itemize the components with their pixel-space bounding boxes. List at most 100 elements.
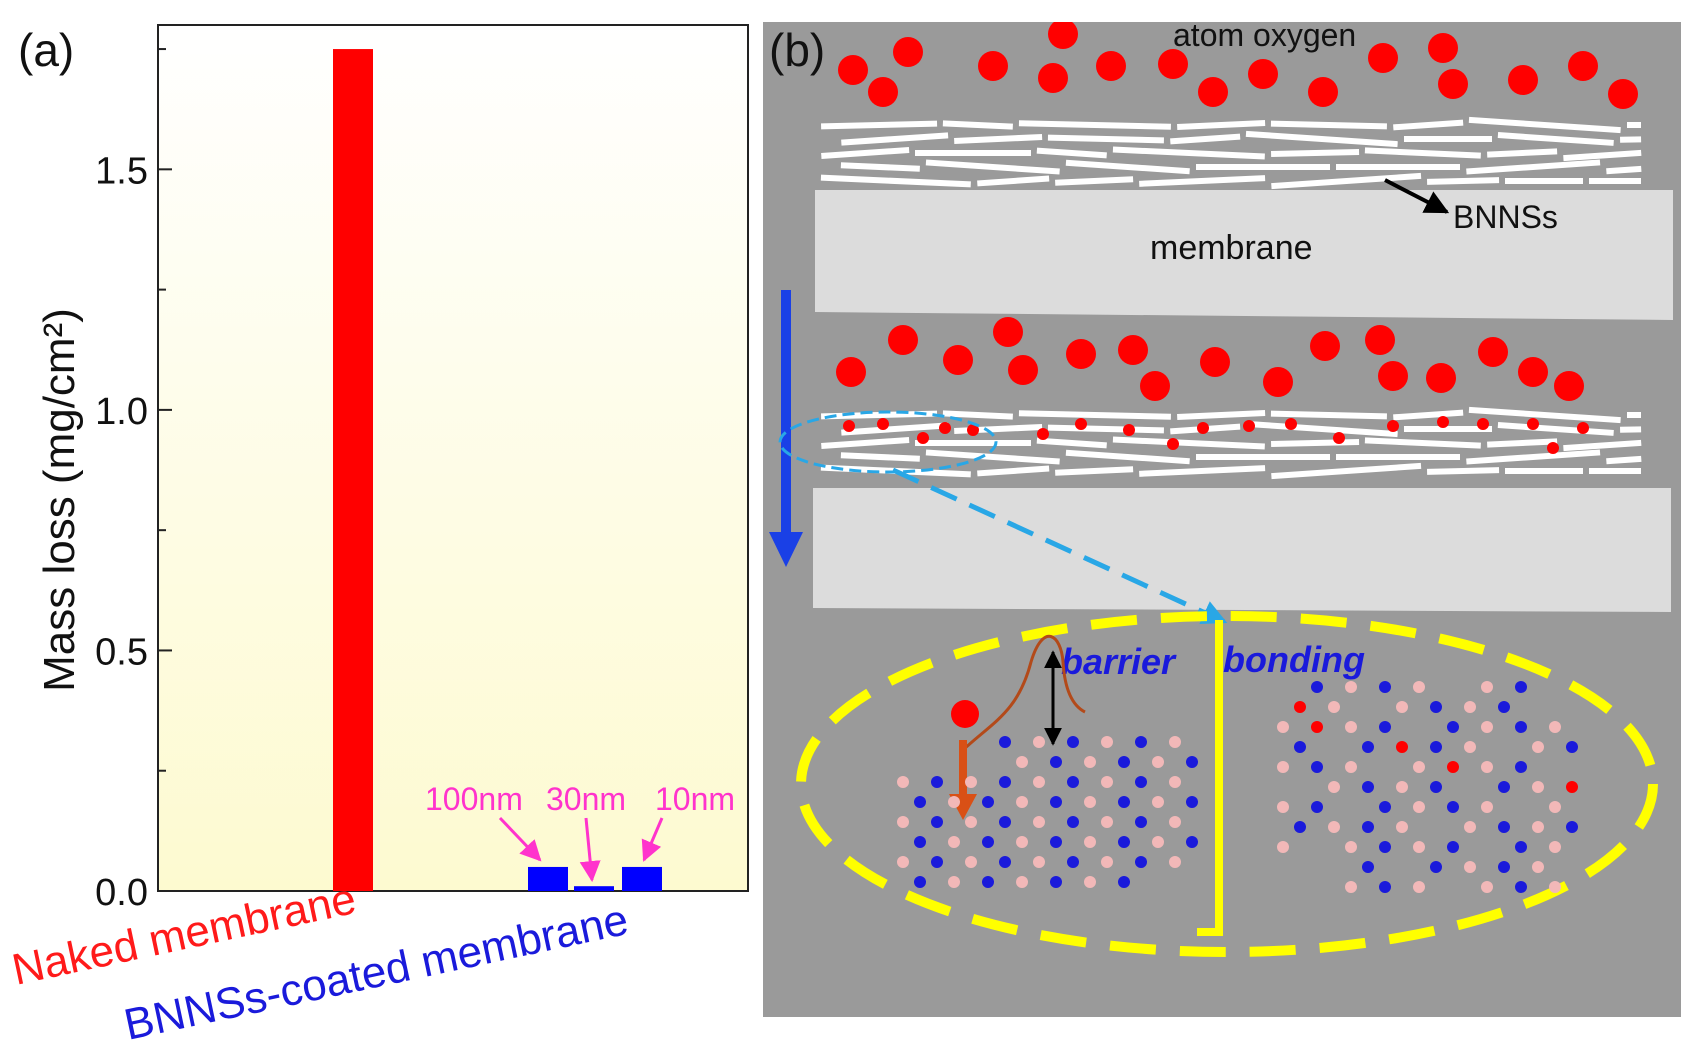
nitrogen-atom: [1362, 861, 1374, 873]
boron-atom: [1549, 881, 1561, 893]
lattice-oxygen-atom: [1396, 741, 1408, 753]
adsorbed-oxygen-atom: [1075, 418, 1087, 430]
bnnss-sheet: [1427, 467, 1500, 475]
nitrogen-atom: [1430, 861, 1442, 873]
bnnss-sheet: [1196, 164, 1330, 170]
nitrogen-atom: [1050, 796, 1062, 808]
boron-atom: [1413, 761, 1425, 773]
oxygen-atom: [1310, 331, 1340, 361]
barrier-label: barrier: [1061, 641, 1177, 682]
adsorbed-oxygen-atom: [1437, 416, 1449, 428]
annotation-30nm: 30nm: [546, 781, 626, 817]
nitrogen-atom: [1447, 801, 1459, 813]
boron-atom: [1152, 756, 1164, 768]
nitrogen-atom: [1311, 681, 1323, 693]
boron-atom: [1033, 776, 1045, 788]
adsorbed-oxygen-atom: [1167, 438, 1179, 450]
boron-atom: [1101, 856, 1113, 868]
oxygen-atom: [1554, 371, 1584, 401]
zoom-dashed-arrow: [891, 467, 1228, 625]
adsorbed-oxygen-atom: [1123, 424, 1135, 436]
boron-atom: [1396, 821, 1408, 833]
bnnss-sheet: [1112, 436, 1265, 450]
boron-atom: [897, 776, 909, 788]
boron-atom: [1084, 876, 1096, 888]
boron-atom: [965, 776, 977, 788]
nitrogen-atom: [931, 776, 943, 788]
incoming-oxygen-atom: [951, 700, 979, 728]
bnnss-sheet: [1505, 178, 1583, 184]
membrane-top: [815, 190, 1673, 320]
oxygen-atom: [1048, 22, 1078, 49]
annotation-100nm: 100nm: [425, 781, 523, 817]
bnnss-sheet: [1245, 130, 1398, 148]
oxygen-atom: [978, 51, 1008, 81]
boron-atom: [1016, 796, 1028, 808]
boron-atom: [1152, 836, 1164, 848]
hbn-lattice-intact: [897, 736, 1198, 888]
nitrogen-atom: [1515, 881, 1527, 893]
annotation-arrow: [641, 817, 664, 862]
adsorbed-oxygen-atom: [1285, 418, 1297, 430]
boron-atom: [948, 836, 960, 848]
adsorbed-oxygen-atom: [877, 418, 889, 430]
nitrogen-atom: [1498, 821, 1510, 833]
nitrogen-atom: [1430, 781, 1442, 793]
bnnss-sheet: [1271, 172, 1422, 190]
nitrogen-atom: [914, 796, 926, 808]
bnnss-sheet: [1047, 134, 1164, 144]
nitrogen-atom: [1135, 736, 1147, 748]
bnnss-sheet: [1620, 136, 1642, 143]
boron-atom: [1481, 761, 1493, 773]
boron-atom: [1345, 881, 1357, 893]
boron-atom: [1413, 681, 1425, 693]
lattice-oxygen-atom: [1311, 721, 1323, 733]
oxygen-atom: [1140, 371, 1170, 401]
bnnss-sheet: [1139, 465, 1266, 477]
bnnss-sheet: [841, 132, 949, 146]
nitrogen-atom: [1362, 821, 1374, 833]
bnnss-sheet: [1364, 147, 1481, 159]
nitrogen-atom: [1447, 721, 1459, 733]
nitrogen-atom: [1498, 701, 1510, 713]
bnnss-sheet: [1270, 410, 1387, 420]
nitrogen-atom: [982, 876, 994, 888]
boron-atom: [1169, 736, 1181, 748]
oxygen-atom: [1608, 79, 1638, 109]
oxygen-atom: [1365, 325, 1395, 355]
lattice-oxygen-atom: [1294, 701, 1306, 713]
nitrogen-atom: [1515, 761, 1527, 773]
oxygen-atom: [943, 345, 973, 375]
nitrogen-atom: [999, 736, 1011, 748]
process-arrow-head: [769, 532, 803, 567]
bnnss-sheet: [1018, 410, 1171, 420]
nitrogen-atom: [1294, 741, 1306, 753]
adsorbed-oxygen-atom: [1387, 420, 1399, 432]
bnnss-sheet: [1563, 149, 1642, 162]
bnnss-sheet: [915, 440, 1031, 446]
bar-naked-membrane: [333, 49, 373, 892]
nitrogen-atom: [982, 836, 994, 848]
boron-atom: [1277, 721, 1289, 733]
hbn-lattice-oxidized: [1277, 681, 1578, 893]
bnnss-sheet: [840, 452, 920, 462]
boron-atom: [897, 856, 909, 868]
boron-atom: [1033, 856, 1045, 868]
bnnss-sheet: [925, 449, 1060, 465]
nitrogen-atom: [1379, 721, 1391, 733]
nitrogen-atom: [1311, 761, 1323, 773]
boron-atom: [1084, 756, 1096, 768]
bnnss-sheets-top: [820, 116, 1642, 190]
boron-atom: [1413, 881, 1425, 893]
divider-line: [1197, 620, 1223, 936]
boron-atom: [1481, 801, 1493, 813]
boron-atom: [1033, 736, 1045, 748]
nitrogen-atom: [931, 816, 943, 828]
boron-atom: [1169, 856, 1181, 868]
oxygen-atom: [1198, 77, 1228, 107]
oxygen-atom: [1008, 355, 1038, 385]
bnnss-sheet: [977, 465, 1050, 477]
bnnss-sheet: [1404, 136, 1492, 142]
bnnss-sheet: [1563, 439, 1642, 452]
boron-atom: [1413, 841, 1425, 853]
